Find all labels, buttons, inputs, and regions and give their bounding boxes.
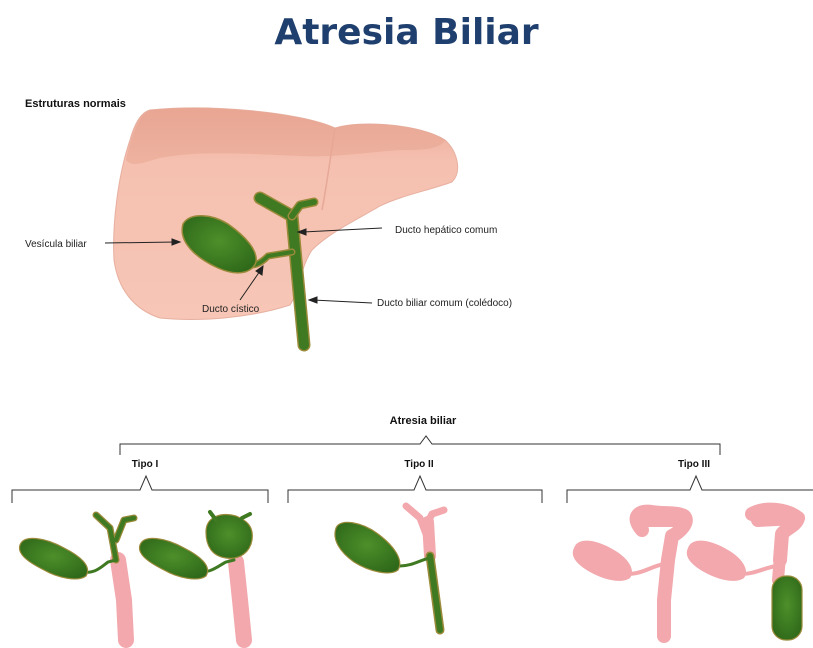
tipo-iii-illustration [573,510,802,640]
tipo-iii-label: Tipo III [678,459,710,470]
normal-heading: Estruturas normais [25,98,126,110]
tipo-ii-illustration [335,506,444,630]
type-braces [12,476,813,503]
label-cystic-duct: Ducto cístico [202,304,260,315]
classification-brace [120,436,720,455]
label-common-hepatic-duct: Ducto hepático comum [395,225,497,236]
tipo-ii-label: Tipo II [404,459,433,470]
tipo-i-label: Tipo I [132,459,159,470]
tipo-i-illustration [20,512,253,640]
label-gallbladder: Vesícula biliar [25,239,87,250]
classification-heading: Atresia biliar [390,415,457,427]
label-common-bile-duct: Ducto biliar comum (colédoco) [377,298,512,309]
